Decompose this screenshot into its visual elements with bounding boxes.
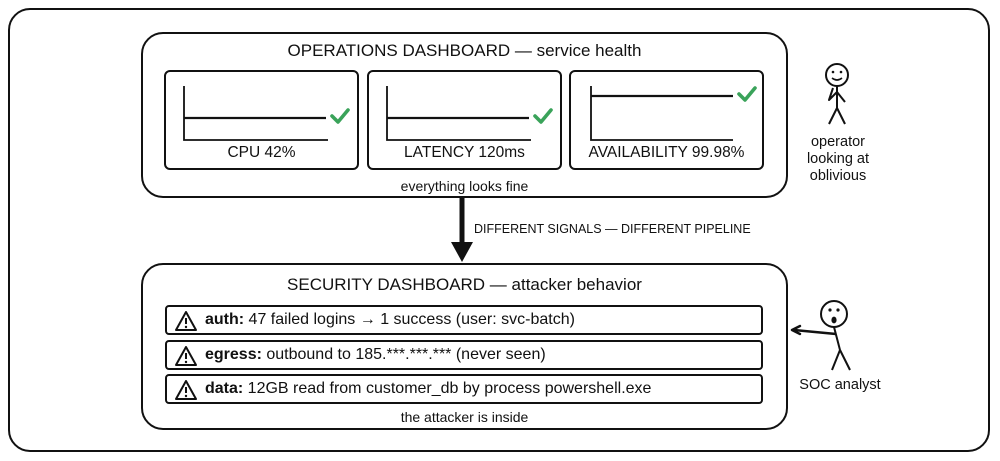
operations-dashboard-title: OPERATIONS DASHBOARD — service health xyxy=(287,41,642,60)
alert-text-auth: auth: 47 failed logins → 1 success (user… xyxy=(205,311,575,328)
operations-dashboard-caption: everything looks fine xyxy=(400,178,529,194)
arrow-label: DIFFERENT SIGNALS — DIFFERENT PIPELINE xyxy=(474,222,751,236)
alert-row-data: data: 12GB read from customer_db by proc… xyxy=(165,374,763,404)
security-dashboard-title: SECURITY DASHBOARD — attacker behavior xyxy=(287,275,642,294)
checkmark-icon xyxy=(737,86,757,102)
security-dashboard: SECURITY DASHBOARD — attacker behavior a… xyxy=(141,263,788,430)
operations-dashboard: OPERATIONS DASHBOARD — service health CP… xyxy=(141,32,788,198)
warning-icon xyxy=(175,311,197,331)
metric-chart-availability xyxy=(590,86,757,141)
diagram-frame xyxy=(8,8,990,452)
down-arrow-icon xyxy=(451,198,473,262)
alert-text-egress: egress: outbound to 185.***.***.*** (nev… xyxy=(205,346,546,363)
metric-card-availability: AVAILABILITY 99.98% xyxy=(569,70,764,170)
alert-row-auth: auth: 47 failed logins → 1 success (user… xyxy=(165,305,763,335)
security-dashboard-caption: the attacker is inside xyxy=(400,409,529,425)
metric-chart-latency xyxy=(386,86,553,141)
warning-icon xyxy=(175,346,197,366)
metric-label-availability: AVAILABILITY 99.98% xyxy=(588,144,745,161)
checkmark-icon xyxy=(330,108,350,124)
metric-card-cpu: CPU 42% xyxy=(164,70,359,170)
checkmark-icon xyxy=(533,108,553,124)
warning-icon xyxy=(175,380,197,400)
alert-text-data: data: 12GB read from customer_db by proc… xyxy=(205,380,652,397)
alert-row-egress: egress: outbound to 185.***.***.*** (nev… xyxy=(165,340,763,370)
operator-label: operator looking at oblivious xyxy=(806,134,870,184)
metric-chart-cpu xyxy=(183,86,350,141)
soc-analyst-stick-figure-icon xyxy=(790,300,851,371)
metric-card-latency: LATENCY 120ms xyxy=(367,70,562,170)
operator-stick-figure-icon xyxy=(825,63,849,125)
metric-label-cpu: CPU 42% xyxy=(227,144,296,161)
soc-analyst-label: SOC analyst xyxy=(799,377,881,393)
metric-label-latency: LATENCY 120ms xyxy=(404,144,525,161)
